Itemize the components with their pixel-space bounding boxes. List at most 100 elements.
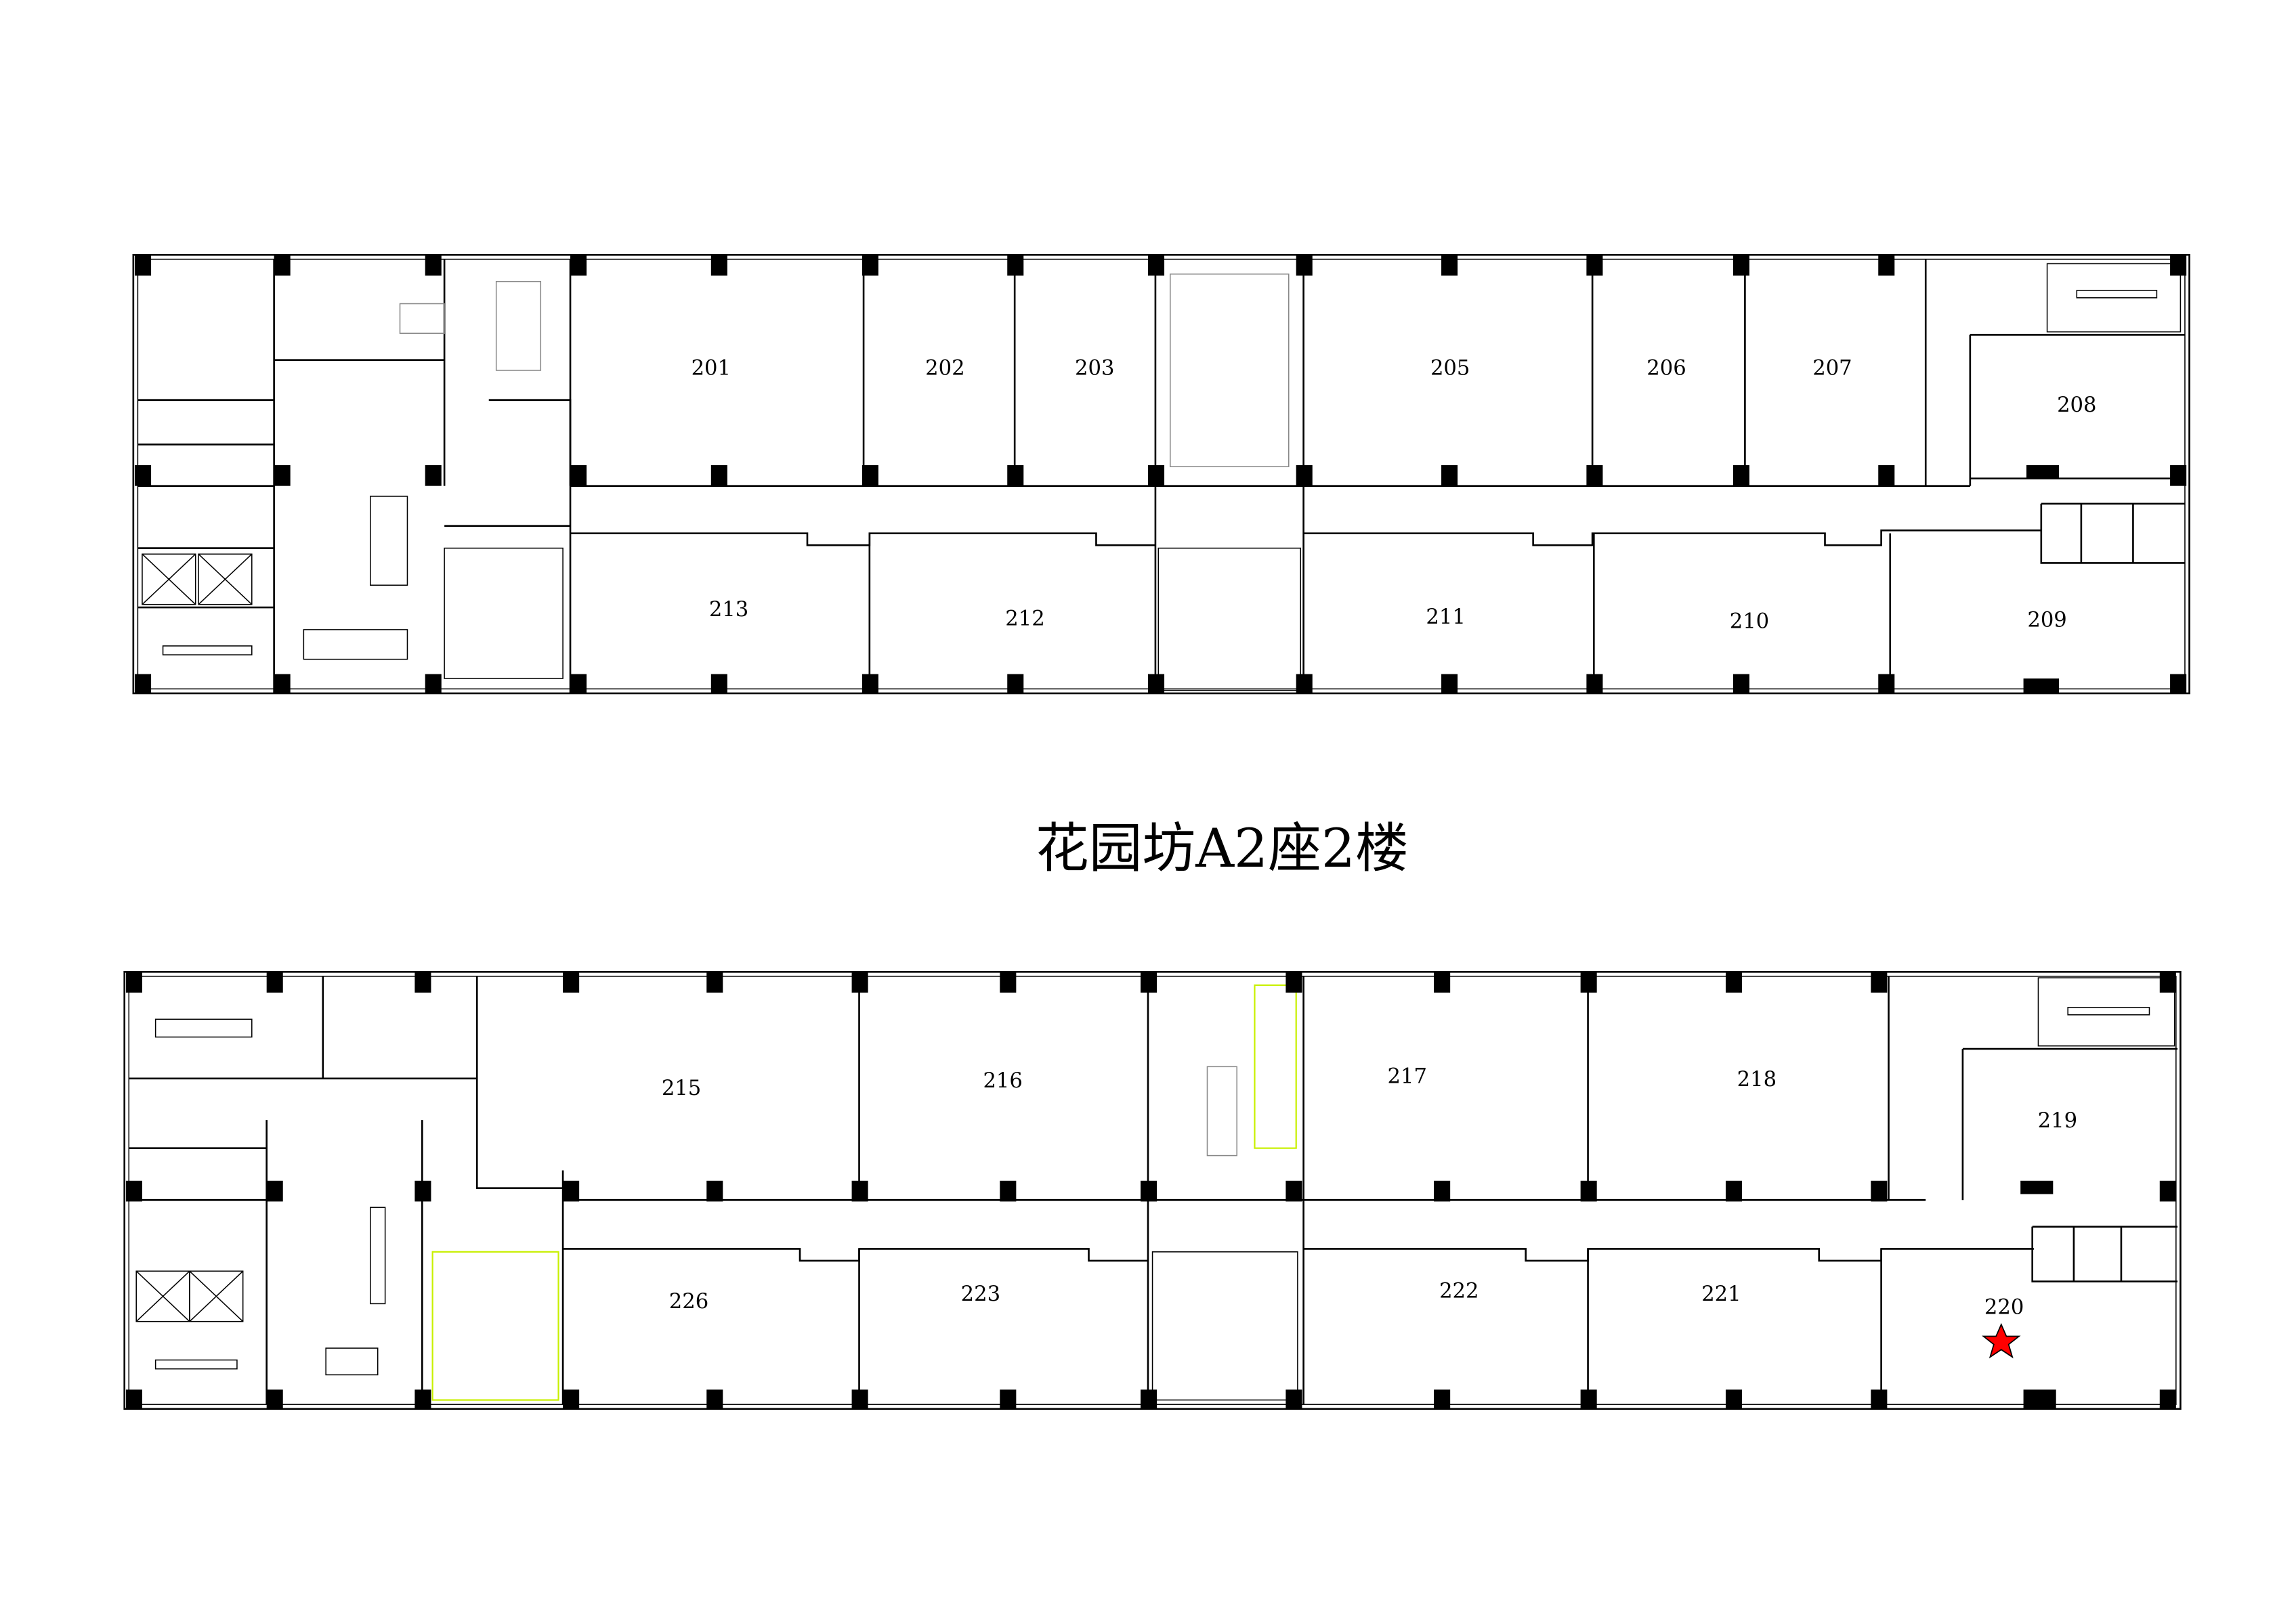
room-221: 221 xyxy=(1701,1282,1741,1306)
column xyxy=(425,465,442,486)
column xyxy=(710,465,727,486)
room-207: 207 xyxy=(1812,357,1852,381)
room-202: 202 xyxy=(925,357,964,381)
column xyxy=(1285,972,1302,993)
column xyxy=(570,465,587,486)
column xyxy=(1000,972,1017,993)
stair-bottom xyxy=(431,1251,559,1401)
column xyxy=(425,674,442,693)
column xyxy=(2020,1180,2054,1194)
column xyxy=(1000,1180,1017,1202)
room-211: 211 xyxy=(1426,605,1465,629)
column xyxy=(2170,674,2187,693)
column xyxy=(1732,465,1749,486)
column xyxy=(2170,255,2187,276)
star-icon xyxy=(1981,1322,2021,1359)
column xyxy=(710,674,727,693)
column xyxy=(1285,1389,1302,1409)
room-226: 226 xyxy=(669,1290,708,1314)
column xyxy=(2159,1389,2176,1409)
plan-title: 花园坊A2座2楼 xyxy=(1036,817,1409,880)
column xyxy=(266,1389,283,1409)
column xyxy=(1871,972,1888,993)
column xyxy=(2170,465,2187,486)
column xyxy=(274,255,291,276)
room-220: 220 xyxy=(1984,1296,2024,1320)
column xyxy=(1725,1389,1743,1409)
column xyxy=(1434,1389,1451,1409)
column xyxy=(1141,972,1157,993)
column xyxy=(1296,465,1313,486)
column xyxy=(862,674,878,693)
room-209: 209 xyxy=(2027,609,2066,632)
column xyxy=(135,255,152,276)
top-room-labels: 201 202 203 205 206 207 208 213 212 211 … xyxy=(692,357,2097,634)
column xyxy=(274,465,291,486)
column xyxy=(1878,674,1895,693)
column xyxy=(414,972,431,993)
column xyxy=(125,1180,142,1202)
column xyxy=(851,1180,868,1202)
column xyxy=(1148,465,1165,486)
column xyxy=(1148,674,1165,693)
room-210: 210 xyxy=(1730,610,1769,634)
column xyxy=(1007,465,1024,486)
column xyxy=(1285,1180,1302,1202)
column xyxy=(274,674,291,693)
room-201: 201 xyxy=(692,357,731,381)
column xyxy=(414,1180,431,1202)
column xyxy=(425,255,442,276)
column xyxy=(563,1180,580,1202)
column xyxy=(563,1389,580,1409)
column xyxy=(1296,255,1313,276)
room-222: 222 xyxy=(1439,1280,1479,1303)
room-205: 205 xyxy=(1430,357,1470,381)
column xyxy=(2026,465,2060,479)
column xyxy=(2159,972,2176,993)
column xyxy=(1871,1180,1888,1202)
column xyxy=(1000,1389,1017,1409)
column xyxy=(1441,255,1458,276)
atrium-bottom xyxy=(1151,1251,1298,1401)
column xyxy=(414,1389,431,1409)
column xyxy=(1871,1389,1888,1409)
room-223: 223 xyxy=(961,1282,1000,1306)
column xyxy=(135,674,152,693)
column xyxy=(1007,674,1024,693)
room-212: 212 xyxy=(1005,607,1044,630)
room-216: 216 xyxy=(983,1069,1022,1093)
column xyxy=(570,674,587,693)
column xyxy=(1441,674,1458,693)
column xyxy=(1725,972,1743,993)
column xyxy=(1141,1389,1157,1409)
column xyxy=(706,1180,723,1202)
column xyxy=(1434,972,1451,993)
column xyxy=(1296,674,1313,693)
column xyxy=(862,465,878,486)
room-208: 208 xyxy=(2057,393,2096,417)
column xyxy=(563,972,580,993)
column xyxy=(1580,972,1597,993)
column xyxy=(2023,1389,2056,1409)
column xyxy=(1725,1180,1743,1202)
column xyxy=(2159,1180,2176,1202)
column xyxy=(1586,465,1603,486)
column xyxy=(862,255,878,276)
column xyxy=(706,1389,723,1409)
column xyxy=(1878,465,1895,486)
column xyxy=(851,972,868,993)
column xyxy=(1580,1180,1597,1202)
room-217: 217 xyxy=(1388,1064,1427,1088)
room-213: 213 xyxy=(709,598,748,622)
column xyxy=(1148,255,1165,276)
column xyxy=(2023,678,2060,693)
room-206: 206 xyxy=(1646,357,1686,381)
column xyxy=(706,972,723,993)
column xyxy=(1878,255,1895,276)
column xyxy=(266,1180,283,1202)
stair-top xyxy=(444,547,564,679)
column xyxy=(1732,255,1749,276)
room-218: 218 xyxy=(1737,1068,1777,1091)
structural-columns xyxy=(125,255,2187,1409)
